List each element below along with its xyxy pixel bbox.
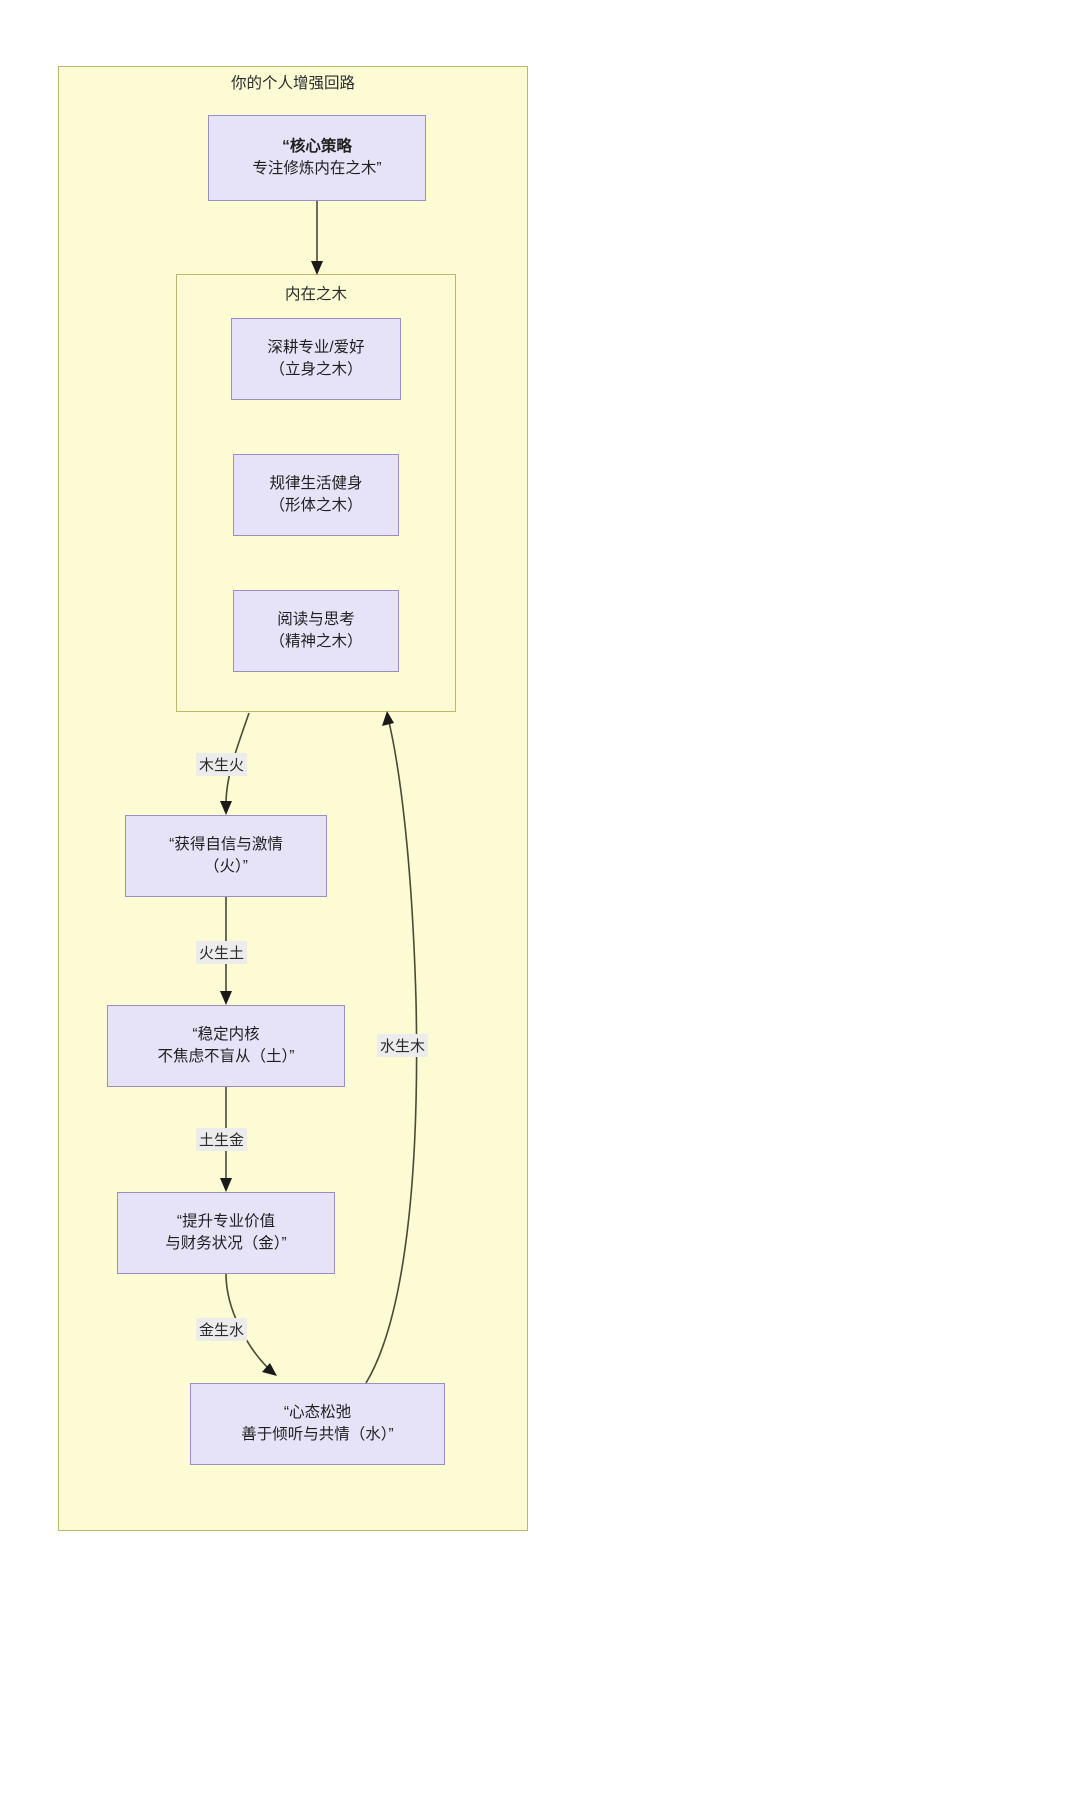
node-earth-stable-core-line1: “稳定内核: [192, 1025, 260, 1043]
node-metal-value[interactable]: “提升专业价值 与财务状况（金）”: [117, 1192, 335, 1274]
outer-container-title: 你的个人增强回路: [230, 75, 355, 92]
node-wood-fitness-line2: （形体之木）: [269, 497, 363, 514]
node-wood-fitness-line1: 规律生活健身: [269, 474, 363, 492]
node-wood-reading-line2: （精神之木）: [269, 633, 363, 650]
edge-label-water-to-wood: 水生木: [377, 1034, 429, 1057]
node-core-strategy[interactable]: “核心策略 专注修炼内在之木”: [208, 115, 426, 201]
node-wood-profession-line1: 深耕专业/爱好: [267, 338, 365, 356]
node-fire-confidence[interactable]: “获得自信与激情 （火）”: [125, 815, 327, 897]
node-wood-fitness[interactable]: 规律生活健身 （形体之木）: [233, 454, 399, 536]
edge-label-earth-to-metal: 土生金: [196, 1128, 248, 1151]
edge-label-fire-to-earth: 火生土: [196, 941, 248, 964]
node-metal-value-line1: “提升专业价值: [176, 1212, 276, 1230]
edge-label-metal-to-water: 金生水: [196, 1318, 248, 1341]
node-core-strategy-line2: 专注修炼内在之木”: [252, 160, 382, 177]
inner-container-title: 内在之木: [284, 286, 347, 303]
node-metal-value-line2: 与财务状况（金）”: [165, 1235, 287, 1252]
node-earth-stable-core[interactable]: “稳定内核 不焦虑不盲从（土）”: [107, 1005, 345, 1087]
node-water-relaxed[interactable]: “心态松弛 善于倾听与共情（水）”: [190, 1383, 445, 1465]
node-water-relaxed-line2: 善于倾听与共情（水）”: [241, 1426, 394, 1443]
node-wood-profession-line2: （立身之木）: [269, 361, 363, 378]
node-water-relaxed-line1: “心态松弛: [283, 1403, 352, 1421]
node-earth-stable-core-line2: 不焦虑不盲从（土）”: [157, 1048, 295, 1065]
node-wood-profession[interactable]: 深耕专业/爱好 （立身之木）: [231, 318, 401, 400]
node-fire-confidence-line1: “获得自信与激情: [169, 835, 283, 853]
node-wood-reading-line1: 阅读与思考: [277, 610, 355, 628]
node-wood-reading[interactable]: 阅读与思考 （精神之木）: [233, 590, 399, 672]
node-core-strategy-line1: “核心策略: [282, 137, 352, 155]
edge-label-wood-to-fire: 木生火: [196, 753, 248, 776]
node-fire-confidence-line2: （火）”: [204, 858, 248, 875]
